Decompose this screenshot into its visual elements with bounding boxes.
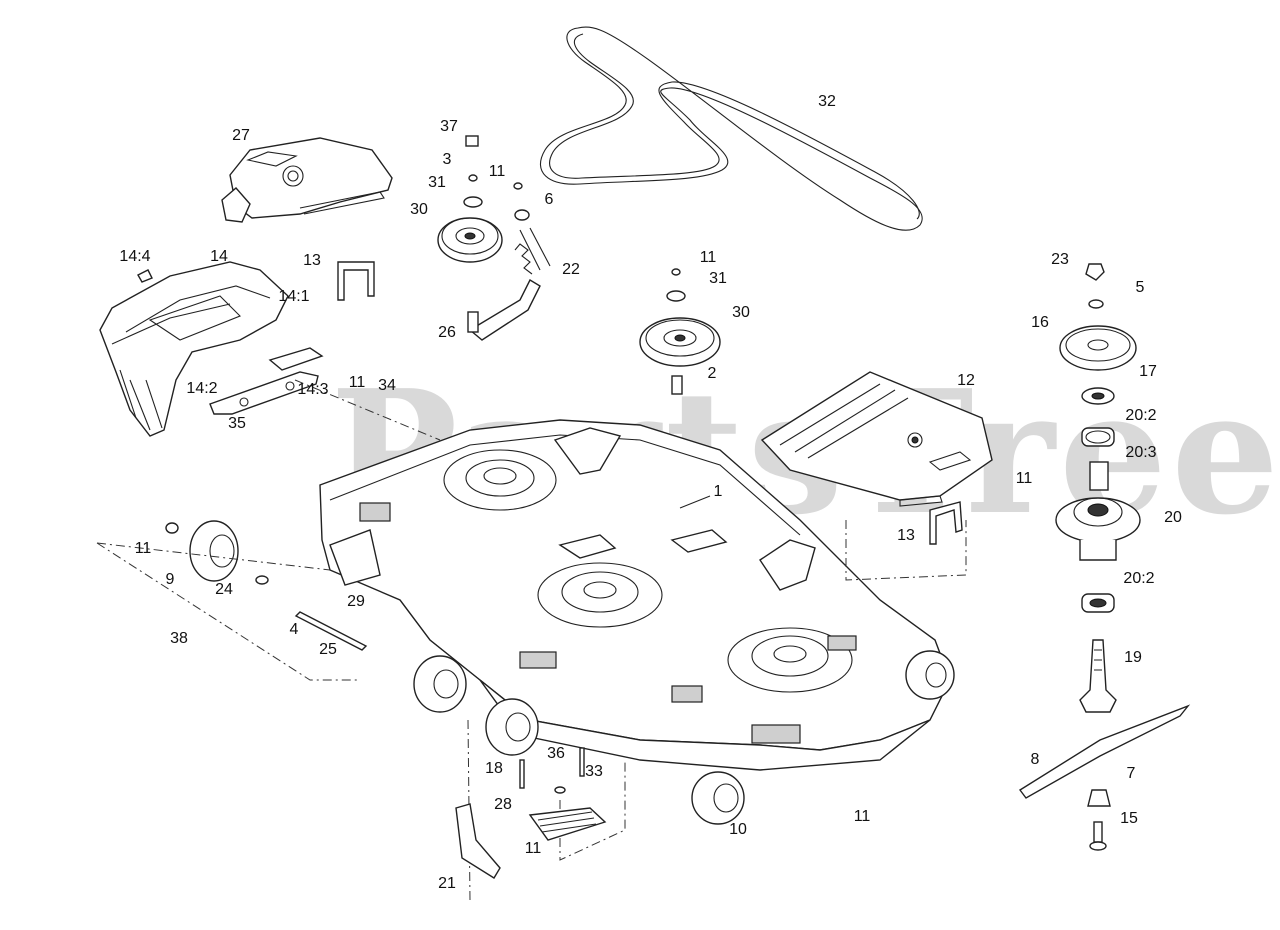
- callout-11-g: 11: [524, 840, 542, 857]
- callout-13-b: 13: [897, 527, 915, 544]
- callout-11-f: 11: [853, 808, 871, 825]
- deck-rollers-drawing: [413, 650, 955, 825]
- callout-12: 12: [957, 372, 975, 389]
- bracket-drawing: [209, 347, 324, 415]
- callout-25: 25: [319, 641, 337, 658]
- callout-11-a: 11: [488, 163, 506, 180]
- callout-15: 15: [1120, 810, 1138, 827]
- callout-17: 17: [1139, 363, 1157, 380]
- callout-24: 24: [215, 581, 233, 598]
- callout-14-3: 14:3: [297, 381, 329, 398]
- callout-31-a: 31: [428, 174, 446, 191]
- callout-26: 26: [438, 324, 456, 341]
- callout-35: 35: [228, 415, 246, 432]
- callout-20-2-a: 20:2: [1125, 407, 1157, 424]
- callout-4: 4: [289, 621, 299, 638]
- callout-21: 21: [438, 875, 456, 892]
- callout-30-b: 30: [732, 304, 750, 321]
- mower-deck-drawing: [319, 419, 951, 771]
- callout-8: 8: [1030, 751, 1040, 768]
- callout-18: 18: [485, 760, 503, 777]
- callout-1: 1: [713, 483, 723, 500]
- callout-29: 29: [347, 593, 365, 610]
- callout-36: 36: [547, 745, 565, 762]
- callout-27: 27: [232, 127, 250, 144]
- idler-pulley-right-drawing: [639, 268, 721, 395]
- idler-arm-drawing: [467, 279, 541, 341]
- callout-33: 33: [585, 763, 603, 780]
- idler-pulley-left-drawing: [437, 135, 503, 263]
- callout-30-a: 30: [410, 201, 428, 218]
- callout-9: 9: [165, 571, 175, 588]
- callout-11-c: 11: [348, 374, 366, 391]
- callout-14-1: 14:1: [278, 288, 310, 305]
- callout-2: 2: [707, 365, 717, 382]
- callout-20-2-b: 20:2: [1123, 570, 1155, 587]
- callout-32: 32: [818, 93, 836, 110]
- callout-37: 37: [440, 118, 458, 135]
- callout-20: 20: [1164, 509, 1182, 526]
- callout-38: 38: [170, 630, 188, 647]
- callout-19: 19: [1124, 649, 1142, 666]
- callout-14-2: 14:2: [186, 380, 218, 397]
- belt-shield-drawing: [99, 261, 289, 437]
- tension-spring-drawing: [513, 182, 551, 275]
- callout-13-a: 13: [303, 252, 321, 269]
- callout-23: 23: [1051, 251, 1069, 268]
- belt-cover-drawing: [221, 137, 393, 223]
- callout-11-d: 11: [134, 540, 152, 557]
- callout-3: 3: [442, 151, 452, 168]
- callout-11-b: 11: [699, 249, 717, 266]
- belt-drawing: [539, 26, 923, 231]
- callout-14: 14: [210, 248, 228, 265]
- callout-7: 7: [1126, 765, 1136, 782]
- callout-28: 28: [494, 796, 512, 813]
- callout-22: 22: [562, 261, 580, 278]
- gauge-wheel-drawing: [165, 520, 269, 585]
- callout-10: 10: [729, 821, 747, 838]
- callout-16: 16: [1031, 314, 1049, 331]
- callout-14-4: 14:4: [119, 248, 151, 265]
- callout-34: 34: [378, 377, 396, 394]
- callout-31-b: 31: [709, 270, 727, 287]
- callout-5: 5: [1135, 279, 1145, 296]
- callout-11-e: 11: [1015, 470, 1033, 487]
- misc-parts-drawing: [137, 261, 963, 879]
- callout-6: 6: [544, 191, 554, 208]
- discharge-cover-drawing: [760, 371, 993, 507]
- spindle-assembly-drawing: [1018, 263, 1191, 851]
- callout-20-3: 20:3: [1125, 444, 1157, 461]
